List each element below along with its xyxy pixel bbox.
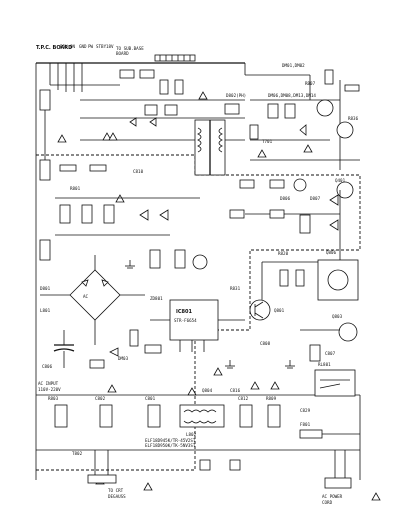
warning-icon: [250, 381, 260, 390]
transistor-q-top-right: [316, 99, 334, 117]
ground-icon: [285, 360, 295, 369]
label-c810: C810: [133, 169, 144, 174]
label-ic801-part: STR-F6654: [174, 318, 197, 323]
top-right-block: DM01,DM02 RB07 R836 DM06,DM08,DM13,DM14 …: [224, 63, 360, 199]
label-to-crt: TO CRT: [108, 488, 124, 493]
pin-label-gnd: GND: [79, 44, 87, 49]
main-transformer: T701: [194, 119, 273, 176]
label-bridge-ac: AC: [83, 294, 89, 299]
label-d807: D807: [310, 196, 321, 201]
bottom-section: R803 C802 C801 L802 C812 R809 RL801 F801…: [36, 362, 361, 505]
label-cord: CORD: [322, 500, 333, 505]
pin-label-pw: PW: [88, 44, 94, 49]
label-f801: F801: [300, 422, 311, 427]
label-r803: R803: [48, 396, 59, 401]
label-q806: Q806: [326, 250, 337, 255]
label-c829: C829: [300, 408, 311, 413]
label-c808: C808: [260, 341, 271, 346]
transistor-q-mid-right: [336, 121, 354, 139]
warning-icon: [371, 492, 381, 501]
label-c806: C806: [42, 364, 53, 369]
warning-icon: [270, 381, 280, 390]
label-d802: D802(PH): [226, 93, 246, 98]
ac-power-plug: [324, 477, 352, 489]
label-l802: L802: [186, 432, 197, 437]
warning-icon: [102, 132, 112, 141]
label-r836: R836: [348, 116, 359, 121]
warning-icon: [303, 144, 313, 153]
label-ic801: IC801: [176, 309, 192, 315]
label-q803: Q803: [332, 314, 343, 319]
pin-label-stby: STBY: [96, 44, 107, 49]
label-rb07: RB07: [305, 81, 316, 86]
outer-bus-wires: [35, 62, 275, 480]
label-r801: R801: [70, 186, 81, 191]
pin-label-p5v: P5V: [60, 44, 68, 49]
label-d801: D801: [40, 286, 51, 291]
label-r820: R820: [278, 251, 289, 256]
fuse: [299, 429, 323, 439]
label-r831: R831: [230, 286, 241, 291]
switching-transistor: Q801: [249, 299, 285, 321]
label-ac-volt: 110V-220V: [38, 387, 61, 392]
warning-icon: [198, 91, 208, 100]
label-q804: Q804: [202, 388, 213, 393]
warning-symbols: [57, 91, 381, 501]
label-l801: L801: [40, 308, 51, 313]
label-elf-1: ELF18D950K/TK-5NV3ST: [145, 443, 196, 448]
warning-icon: [115, 194, 125, 203]
label-c807: C807: [325, 351, 336, 356]
label-c816: C816: [230, 388, 241, 393]
label-d806: D806: [280, 196, 291, 201]
label-t701: T701: [262, 139, 273, 144]
filter-capacitor: C806: [42, 330, 75, 369]
label-c802: C802: [95, 396, 106, 401]
degauss-connector: [87, 474, 117, 484]
label-zd801: ZD801: [150, 296, 163, 301]
warning-icon: [108, 132, 118, 141]
label-degauss: DEGAUSS: [108, 494, 126, 499]
warning-icon: [213, 367, 223, 376]
label-c812: C812: [238, 396, 249, 401]
right-middle: Q806 R820 Q803 C807: [229, 190, 359, 362]
warning-icon: [257, 149, 267, 158]
left-column: C810: [39, 89, 200, 261]
ic801: IC801 STR-F6654: [150, 299, 245, 352]
sub-base-board-label: TO SUB.BASE: [116, 46, 144, 51]
bridge-rectifier: AC D801: [40, 255, 145, 345]
label-q401: Q401: [335, 178, 346, 183]
label-ac-input: AC INPUT: [38, 381, 59, 386]
label-r809: R809: [266, 396, 277, 401]
pin-label-on: ON: [70, 44, 76, 49]
misc-components: R801 ZD801 L801 C808 D806 D807 DM03 C829…: [38, 69, 321, 456]
label-rl801: RL801: [318, 362, 331, 367]
label-dm01: DM01,DM02: [282, 63, 305, 68]
ground-symbols: [125, 260, 295, 369]
label-elf-2: ELF18D945K/TR-45V2ST: [145, 438, 196, 443]
relay: [314, 369, 356, 397]
ground-icon: [125, 260, 135, 269]
pin-label-18v: 18V: [106, 44, 114, 49]
tpc-board-label: T.P.C. BOARD: [36, 45, 72, 51]
sub-base-board-label-2: BOARD: [116, 51, 129, 56]
label-c801: C801: [145, 396, 156, 401]
top-connector: [154, 54, 196, 62]
warning-icon: [107, 384, 117, 393]
warning-icon: [143, 482, 153, 491]
label-dm06: DM06,DM08,DM13,DM14: [268, 93, 316, 98]
label-q801: Q801: [274, 308, 285, 313]
label-ac-power: AC POWER: [322, 494, 343, 499]
label-t802: T802: [72, 451, 83, 456]
ground-icon: [225, 360, 235, 369]
warning-icon: [57, 134, 67, 143]
line-filter: [179, 404, 225, 428]
label-dm03: DM03: [118, 356, 129, 361]
